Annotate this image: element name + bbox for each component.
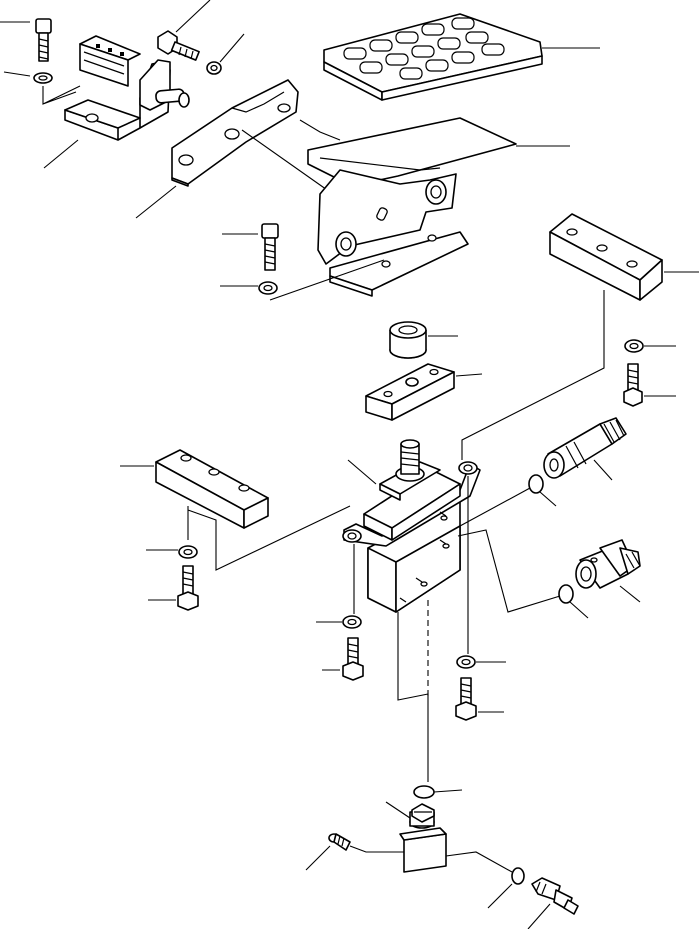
hinge-bracket — [64, 35, 190, 141]
valve-washer-right — [456, 655, 476, 669]
brake-valve-body — [342, 439, 481, 613]
pedal-support-bracket — [317, 169, 469, 297]
valve-washer-left — [342, 615, 362, 629]
hinge-bolt — [35, 18, 52, 62]
right-stopper-block — [549, 213, 663, 301]
spacer-collar — [389, 321, 427, 359]
tee-fitting — [399, 803, 447, 873]
grease-nipple — [328, 833, 351, 851]
left-bolt — [177, 565, 199, 611]
pedal-rubber-pad — [323, 13, 543, 101]
straight-fitting — [543, 417, 627, 479]
valve-bolt-right — [455, 677, 477, 721]
top-bolt — [157, 30, 200, 61]
o-ring-lower — [558, 584, 574, 604]
o-ring-bottom — [413, 785, 435, 799]
valve-bolt-left — [342, 637, 364, 681]
left-stopper-block — [155, 449, 269, 529]
mount-bolt-a — [261, 223, 279, 271]
bleeder-fitting — [531, 877, 579, 915]
o-ring-side — [511, 867, 525, 885]
pedal-arm-plate — [171, 79, 299, 187]
top-washer — [206, 61, 222, 75]
pedal-tread — [307, 117, 517, 187]
right-bolt-a — [623, 363, 643, 407]
right-washer-a — [624, 339, 644, 353]
lower-stopper-block — [365, 363, 455, 421]
mount-washer-a — [258, 281, 278, 295]
left-washer — [178, 545, 198, 559]
o-ring-upper — [528, 474, 544, 494]
elbow-fitting — [575, 539, 641, 589]
hinge-washer — [33, 72, 53, 84]
